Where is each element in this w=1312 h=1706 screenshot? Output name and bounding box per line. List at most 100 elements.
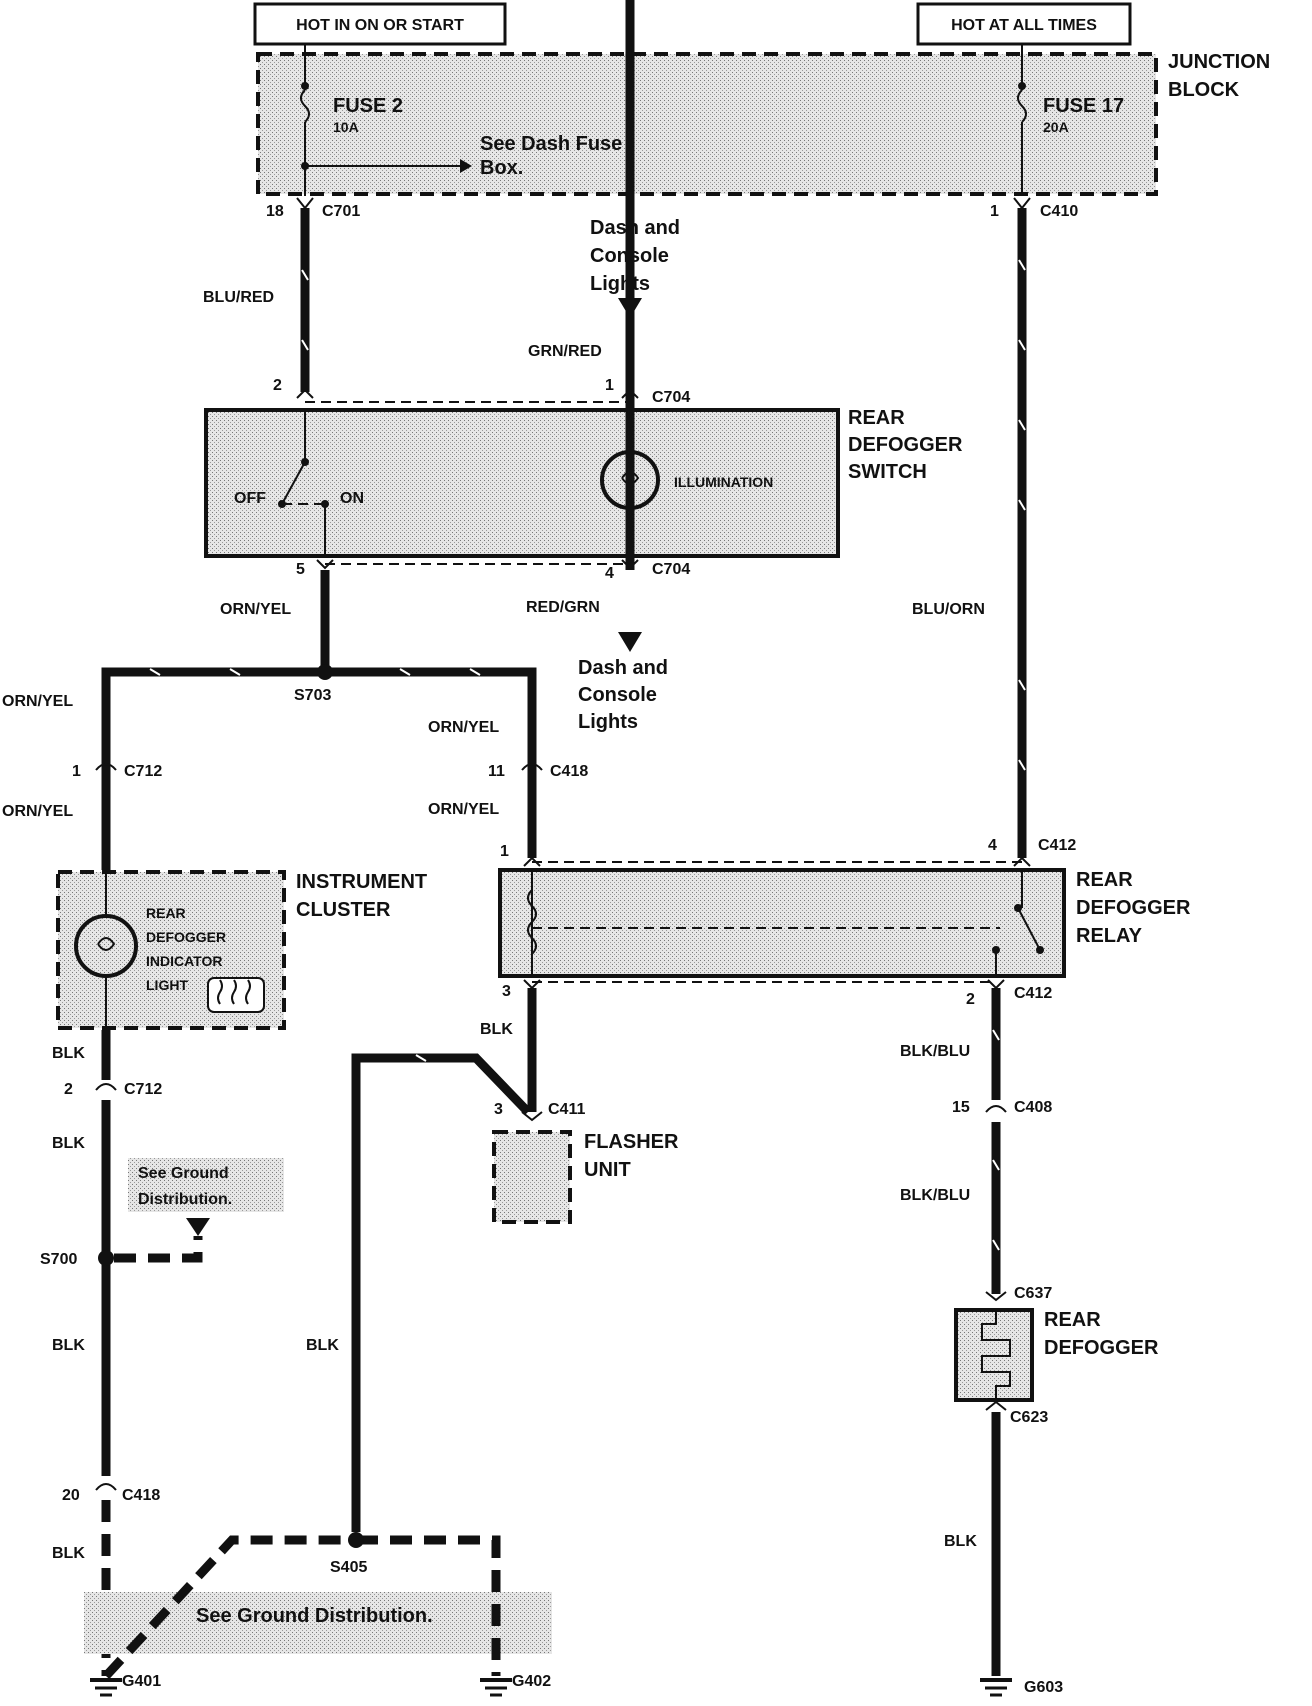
illumination-label: ILLUMINATION <box>674 474 773 490</box>
c418-bot-pin: 20 <box>62 1487 80 1504</box>
c418-bot-label: C418 <box>122 1487 160 1504</box>
c412-top-pin-right: 4 <box>988 837 997 854</box>
splice-s405-label: S405 <box>330 1559 367 1576</box>
wire-label-orn-yel-switch: ORN/YEL <box>220 601 291 618</box>
wire-label-blu-red: BLU/RED <box>203 289 274 306</box>
ground-note-upper-2: Distribution. <box>138 1191 232 1208</box>
relay-contact-icon <box>1017 907 1041 951</box>
flasher-unit: FLASHER UNIT <box>492 1130 679 1224</box>
switch-on-label: ON <box>340 490 364 507</box>
c408-label: C408 <box>1014 1099 1052 1116</box>
c412-bot-pin-right: 2 <box>966 991 975 1008</box>
cluster-title-2: CLUSTER <box>296 899 391 921</box>
switch-off-label: OFF <box>234 490 266 507</box>
defogger-grid-icon <box>981 1310 1011 1400</box>
wire-label-blk-blu1: BLK/BLU <box>900 1043 970 1060</box>
c411-pin: 3 <box>494 1101 503 1118</box>
wire-blk-flasher-ground <box>351 1053 532 1532</box>
defogger-title-1: REAR <box>1044 1309 1101 1331</box>
wire-s700-ground <box>114 1236 203 1263</box>
c701-label: C701 <box>322 203 360 220</box>
ground-g603: G603 <box>980 1678 1063 1697</box>
c712-bot-pin: 2 <box>64 1081 73 1098</box>
c412-top-label: C412 <box>1038 837 1076 854</box>
arrow-down-icon <box>186 1218 210 1236</box>
c418-mid-label: C418 <box>550 763 588 780</box>
wire-label-blk-blu2: BLK/BLU <box>900 1187 970 1204</box>
fuse-2-icon <box>300 89 310 123</box>
rear-defogger-switch: REAR DEFOGGER SWITCH OFF ON ILLUMINATION <box>204 407 963 558</box>
supply-label-all-times: HOT AT ALL TIMES <box>951 17 1097 34</box>
supply-hot-in-on-or-start: HOT IN ON OR START <box>253 2 507 46</box>
ground-note-lower-text: See Ground Distribution. <box>196 1605 433 1627</box>
wire-label-blk-relay: BLK <box>480 1021 513 1038</box>
wire-label-blk-cluster: BLK <box>52 1045 85 1062</box>
c623-label: C623 <box>1010 1409 1048 1426</box>
dash-lights-top-1: Dash and <box>590 217 680 239</box>
flasher-title-2: UNIT <box>584 1159 631 1181</box>
ground-note-upper: See Ground Distribution. <box>128 1158 284 1236</box>
c704-top-pin-right: 1 <box>605 377 614 394</box>
defogger-title-2: DEFOGGER <box>1044 1337 1159 1359</box>
c701-pin: 18 <box>266 203 284 220</box>
wire-label-blk-left4: BLK <box>52 1545 85 1562</box>
wire-label-orn-yel-left1: ORN/YEL <box>2 693 73 710</box>
ground-g603-label: G603 <box>1024 1679 1063 1696</box>
ground-g402: G402 <box>480 1673 551 1697</box>
indicator-label-3: INDICATOR <box>146 953 222 969</box>
switch-title-2: DEFOGGER <box>848 434 963 456</box>
ground-g401-label: G401 <box>122 1673 161 1690</box>
wire-label-blu-orn: BLU/ORN <box>912 601 985 618</box>
c712-top-pin: 1 <box>72 763 81 780</box>
splice-s700 <box>98 1250 114 1266</box>
wire-label-blk-left3: BLK <box>52 1337 85 1354</box>
fuse-17-icon <box>1017 89 1027 123</box>
junction-block-title-1: JUNCTION <box>1168 51 1270 73</box>
ground-g401: G401 <box>90 1673 161 1697</box>
dash-lights-bot-1: Dash and <box>578 657 668 679</box>
rear-defogger-grid: REAR DEFOGGER <box>954 1308 1159 1402</box>
c704-bot-pin-left: 5 <box>296 561 305 578</box>
c412-top-pin-left: 1 <box>500 843 509 860</box>
wire-label-blk-defogger: BLK <box>944 1533 977 1550</box>
c412-bot-label: C412 <box>1014 985 1052 1002</box>
indicator-label-1: REAR <box>146 905 186 921</box>
ground-note-upper-1: See Ground <box>138 1165 229 1182</box>
wire-label-grn-red: GRN/RED <box>528 343 602 360</box>
splice-s700-label: S700 <box>40 1251 77 1268</box>
c408-pin: 15 <box>952 1099 970 1116</box>
wire-label-blk-left2: BLK <box>52 1135 85 1152</box>
fuse-2-rating: 10A <box>333 119 359 135</box>
c712-bot-label: C712 <box>124 1081 162 1098</box>
arrow-down-icon <box>618 632 642 652</box>
c712-top-label: C712 <box>124 763 162 780</box>
rear-defogger-relay: REAR DEFOGGER RELAY <box>498 868 1191 978</box>
indicator-label-4: LIGHT <box>146 977 188 993</box>
switch-contact-icon <box>281 461 306 505</box>
relay-title-1: REAR <box>1076 869 1133 891</box>
supply-hot-at-all-times: HOT AT ALL TIMES <box>916 2 1132 46</box>
fuse-2-name: FUSE 2 <box>333 95 403 117</box>
c704-bot-pin-right: 4 <box>605 565 614 582</box>
c412-bot-pin-left: 3 <box>502 983 511 1000</box>
arrow-right-icon <box>460 159 472 173</box>
wire-label-red-grn: RED/GRN <box>526 599 600 616</box>
junction-block-title-2: BLOCK <box>1168 79 1240 101</box>
fuse-note-1: See Dash Fuse <box>480 133 622 155</box>
fuse-17-rating: 20A <box>1043 119 1069 135</box>
dash-lights-bot-2: Console <box>578 684 657 706</box>
c410-pin: 1 <box>990 203 999 220</box>
flasher-title-1: FLASHER <box>584 1131 679 1153</box>
indicator-label-2: DEFOGGER <box>146 929 226 945</box>
c704-top-pin-left: 2 <box>273 377 282 394</box>
fuse-note-2: Box. <box>480 157 523 179</box>
wire-ground-diag <box>102 1535 356 1680</box>
wire-label-orn-yel-mid1: ORN/YEL <box>428 719 499 736</box>
switch-title-1: REAR <box>848 407 905 429</box>
c411-label: C411 <box>548 1101 585 1118</box>
relay-title-3: RELAY <box>1076 925 1143 947</box>
dash-lights-top-3: Lights <box>590 273 650 295</box>
relay-coil-icon <box>527 889 537 955</box>
wire-ground-g402 <box>356 1535 501 1676</box>
